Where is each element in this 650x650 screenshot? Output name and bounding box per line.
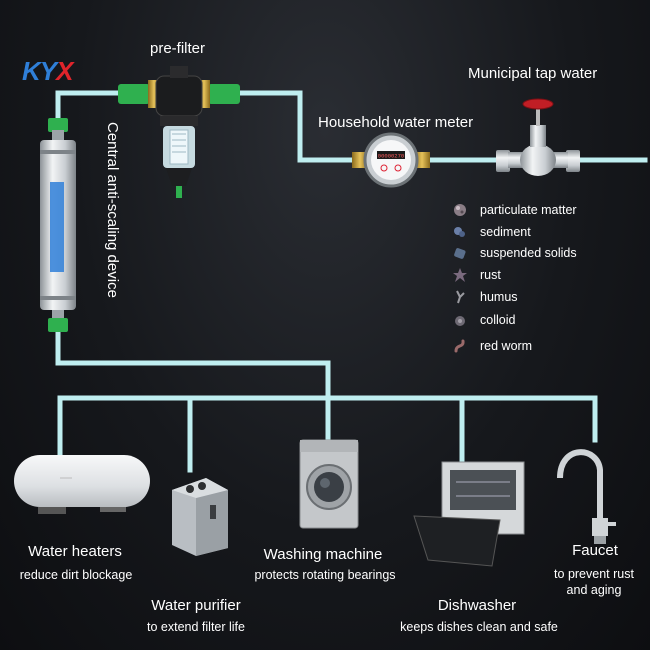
washing-machine: [299, 439, 359, 529]
gate-valve: [496, 98, 580, 176]
appliance-desc-washing-machine: protects rotating bearings: [254, 568, 396, 582]
impurity-label: red worm: [480, 339, 533, 353]
impurity-label: particulate matter: [480, 203, 577, 217]
appliance-name-dishwasher: Dishwasher: [437, 597, 517, 614]
impurity-item: humus: [452, 289, 518, 305]
impurity-label: sediment: [480, 225, 531, 239]
pipe-network: [55, 90, 648, 473]
impurity-item: particulate matter: [452, 202, 577, 218]
meter-label: Household water meter: [318, 114, 474, 131]
appliance-desc-faucet-line2: and aging: [566, 583, 622, 597]
impurity-item: sediment: [452, 224, 531, 240]
rust-icon: [453, 268, 467, 282]
anti-scaling-device: [40, 118, 76, 332]
impurity-item: colloid: [452, 312, 515, 328]
impurity-label: rust: [480, 268, 501, 282]
device-label: Central anti-scaling device: [104, 122, 121, 298]
worm-icon: [454, 339, 465, 353]
logo-x: X: [56, 56, 73, 86]
water-purifier: [172, 478, 228, 556]
solids-icon: [454, 248, 466, 259]
appliance-desc-water-purifier: to extend filter life: [147, 620, 245, 634]
particle-icon: [454, 204, 466, 216]
water-heater: [14, 455, 150, 514]
impurity-item: suspended solids: [452, 245, 577, 261]
water-meter: 00000270: [352, 132, 430, 188]
humus-icon: [456, 290, 465, 304]
appliance-desc-faucet: to prevent rust: [554, 567, 634, 581]
prefilter-label: pre-filter: [150, 40, 206, 57]
impurity-label: suspended solids: [480, 246, 577, 260]
appliance-name-faucet: Faucet: [572, 542, 618, 559]
appliance-name-washing-machine: Washing machine: [263, 546, 383, 563]
pipe-top-right: [215, 90, 365, 163]
sediment-icon: [454, 227, 465, 237]
colloid-icon: [455, 316, 465, 326]
prefilter-unit: [118, 66, 240, 198]
impurity-label: humus: [480, 290, 518, 304]
municipal-label: Municipal tap water: [468, 65, 598, 82]
impurity-item: rust: [452, 267, 501, 283]
meter-reading: 00000270: [378, 153, 404, 160]
pipe-top-left: [55, 90, 143, 125]
dishwasher: [413, 461, 525, 567]
faucet: [557, 449, 616, 544]
appliance-name-water-purifier: Water purifier: [151, 597, 241, 614]
appliance-desc-water-heaters: reduce dirt blockage: [19, 568, 133, 582]
impurity-label: colloid: [480, 313, 516, 327]
kyx-logo: KYX: [22, 56, 73, 87]
logo-text: KY: [22, 56, 57, 86]
impurity-item: red worm: [452, 338, 532, 354]
appliance-name-water-heaters: Water heaters: [28, 543, 122, 560]
pipe-down: [55, 327, 331, 398]
appliance-desc-dishwasher: keeps dishes clean and safe: [400, 620, 558, 634]
